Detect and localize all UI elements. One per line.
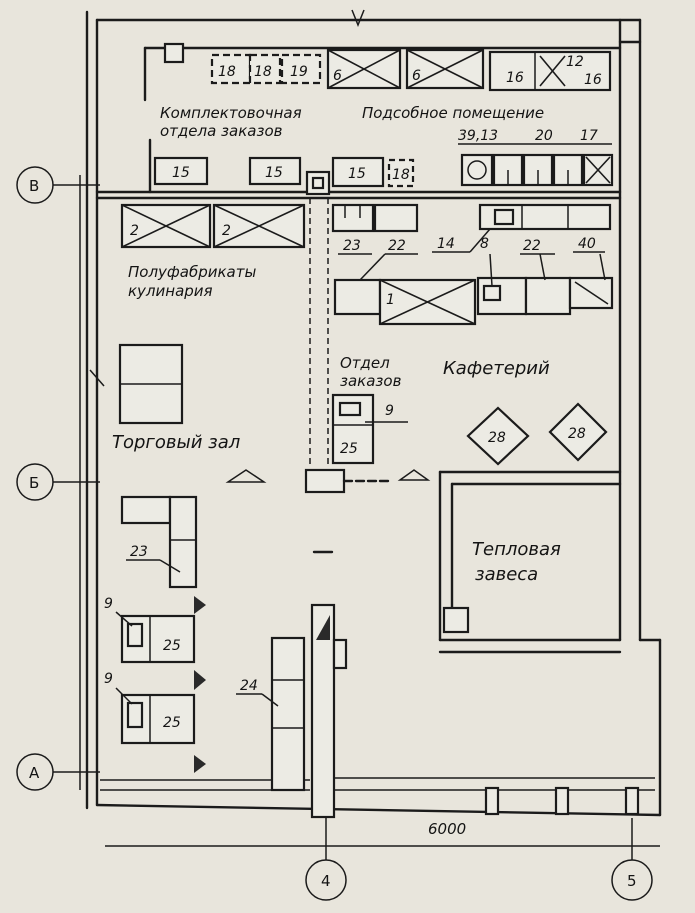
label-2a: 2 — [130, 223, 139, 239]
equip-16-12 — [488, 50, 612, 92]
assembly-room-walls — [143, 42, 622, 102]
label-2b: 2 — [222, 223, 231, 239]
equip-24 — [270, 636, 306, 792]
label-1: 1 — [386, 292, 395, 308]
label-25b: 25 — [163, 638, 181, 654]
label-23a: 23 — [343, 238, 361, 254]
label-22a: 22 — [388, 238, 406, 254]
label-18b: 18 — [254, 64, 272, 80]
equip-18c — [387, 158, 415, 188]
cafe-tables: 28 28 — [466, 402, 608, 466]
shelving — [118, 343, 184, 425]
equip-18b — [248, 53, 282, 85]
top-row-equipment: 18 18 19 6 6 16 12 16 — [210, 48, 612, 92]
partition-v — [95, 138, 622, 200]
label-6b: 6 — [412, 68, 421, 84]
equip-15c — [331, 156, 385, 188]
room-assembly-l2: отдела заказов — [160, 122, 283, 140]
utility-equipment: 39,13 20 17 — [458, 128, 614, 187]
equip-15b — [248, 156, 302, 186]
column-axis-4 — [310, 603, 348, 819]
room-assembly-l1: Комплектовочная — [160, 104, 302, 122]
label-9c: 9 — [104, 671, 113, 687]
axis-4: 4 — [321, 872, 331, 890]
label-8: 8 — [480, 236, 489, 252]
sink-icon — [163, 42, 185, 64]
label-15c: 15 — [348, 166, 366, 182]
label-39-13: 39,13 — [458, 128, 498, 144]
label-19: 19 — [290, 64, 308, 80]
axis-v: В — [29, 177, 39, 195]
label-12: 12 — [566, 54, 584, 70]
room-orders-l1: Отдел — [340, 354, 390, 372]
equip-18a — [210, 53, 252, 85]
label-23b: 23 — [130, 544, 148, 560]
counter-group-top: 23 22 — [331, 203, 419, 281]
room-cafe: Кафетерий — [443, 358, 550, 379]
label-16a: 16 — [506, 70, 524, 86]
label-28b: 28 — [568, 426, 586, 442]
conveyor — [309, 198, 329, 465]
label-25c: 25 — [163, 715, 181, 731]
equip-15a — [153, 156, 209, 186]
equip-19 — [280, 53, 322, 85]
label-20: 20 — [535, 128, 553, 144]
room-curtain-l1: Тепловая — [472, 539, 561, 560]
label-18c: 18 — [392, 167, 410, 183]
label-17: 17 — [580, 128, 598, 144]
entrance-markers — [225, 468, 431, 554]
label-6a: 6 — [333, 68, 342, 84]
label-22b: 22 — [523, 238, 541, 254]
room-semi-l2: кулинария — [128, 282, 213, 300]
label-25a: 25 — [340, 441, 358, 457]
row-15-equipment: 15 15 15 18 — [153, 156, 415, 188]
label-9b: 9 — [104, 596, 113, 612]
label-28a: 28 — [488, 430, 506, 446]
bottom-pillars — [484, 786, 640, 816]
label-15b: 15 — [265, 165, 283, 181]
room-orders-l2: заказов — [340, 372, 402, 390]
label-24: 24 — [240, 678, 258, 694]
label-18a: 18 — [218, 64, 236, 80]
axis-5: 5 — [627, 872, 637, 890]
label-15a: 15 — [172, 165, 190, 181]
label-14: 14 — [437, 236, 455, 252]
room-utility: Подсобное помещение — [362, 104, 544, 122]
semi-products-equipment: 2 2 — [120, 203, 306, 249]
dimension-span: 6000 — [428, 820, 466, 838]
room-sales-hall: Торговый зал — [112, 432, 240, 453]
label-16b: 16 — [584, 72, 602, 88]
showcase-24: 24 — [236, 636, 306, 792]
cafe-counters: 14 8 22 40 — [432, 203, 612, 255]
axis-markers: В Б А 4 5 6000 — [16, 166, 660, 901]
room-curtain-l2: завеса — [475, 564, 538, 585]
left-counters: 23 9 25 9 25 — [104, 495, 206, 773]
main-counter: 1 — [333, 253, 614, 326]
orders-desk: 9 25 — [331, 393, 408, 465]
label-9a: 9 — [385, 403, 394, 419]
room-semi-l1: Полуфабрикаты — [128, 263, 256, 281]
axis-b: Б — [29, 474, 39, 492]
label-40: 40 — [578, 236, 596, 252]
axis-a: А — [29, 764, 40, 782]
thermal-curtain — [438, 470, 622, 654]
